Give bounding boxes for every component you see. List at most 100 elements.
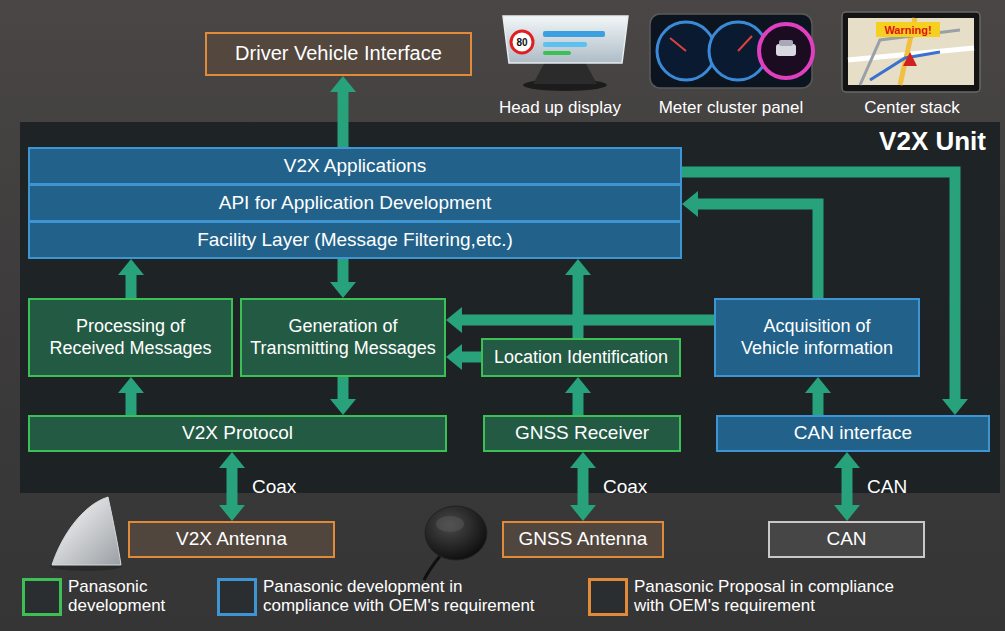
arrow-head xyxy=(834,452,860,468)
arrow-head xyxy=(118,259,144,275)
node-text: Acquisition of Vehicle information xyxy=(735,316,900,358)
arrow-head xyxy=(330,282,356,298)
layer-band: API for Application Development xyxy=(28,184,682,222)
gauge-needle xyxy=(738,36,752,51)
antenna-box: GNSS Antenna xyxy=(502,521,664,558)
arrow-head xyxy=(118,377,144,393)
puck-highlight xyxy=(436,516,464,532)
arrow-head xyxy=(834,505,860,521)
flow-arrow xyxy=(330,76,356,147)
warning-banner xyxy=(876,22,940,37)
stack-bezel xyxy=(842,12,980,92)
antenna-box: V2X Antenna xyxy=(128,521,335,558)
arrow-shaft xyxy=(461,352,481,363)
node-text: Location Identification xyxy=(494,347,668,368)
layer-band: V2X Applications xyxy=(28,147,682,185)
arrow-head xyxy=(330,76,356,92)
process-box: Location Identification xyxy=(481,338,681,377)
flow-arrow xyxy=(330,377,356,415)
node-text: GNSS Receiver xyxy=(515,422,649,444)
antenna-cable xyxy=(424,556,440,580)
flow-arrow xyxy=(565,377,591,415)
unit-panel-ground xyxy=(20,122,1000,493)
node-text: Facility Layer (Message Filtering,etc.) xyxy=(197,229,513,251)
flow-arrow xyxy=(805,377,831,415)
warning-gauge xyxy=(759,24,813,78)
legend-text: Panasonic development in compliance with… xyxy=(263,577,543,615)
picture-caption: Meter cluster panel xyxy=(659,99,804,118)
module-box: GNSS Receiver xyxy=(483,415,681,452)
bus-box: CAN xyxy=(768,521,925,558)
hud-bar xyxy=(543,42,587,47)
arrow-head xyxy=(446,307,462,333)
picture-caption: Head up display xyxy=(499,99,621,118)
interface-box: Driver Vehicle Interface xyxy=(205,32,472,76)
arrow-shaft xyxy=(842,467,853,506)
arrow-head xyxy=(219,505,245,521)
node-text: Driver Vehicle Interface xyxy=(235,42,442,65)
arrow-shaft xyxy=(573,392,584,415)
flow-arrow xyxy=(682,172,968,415)
flow-arrow xyxy=(219,452,245,521)
meter-cluster-picture xyxy=(650,14,813,88)
panel-title: V2X Unit xyxy=(879,126,986,156)
hud-stand xyxy=(533,62,597,84)
gauge xyxy=(657,22,715,80)
flow-arrow xyxy=(446,344,481,370)
flow-arrow xyxy=(446,307,714,333)
head-up-display-picture xyxy=(503,16,628,91)
cluster-bezel xyxy=(650,14,812,88)
process-box: Processing of Received Messages xyxy=(28,298,233,377)
arrow-head xyxy=(565,377,591,393)
layer-band: Facility Layer (Message Filtering,etc.) xyxy=(28,221,682,259)
picture-text: 80 xyxy=(516,37,527,48)
arrow-shaft xyxy=(461,315,714,326)
flow-arrow xyxy=(330,259,356,298)
arrow-head xyxy=(330,399,356,415)
center-stack-picture xyxy=(842,12,980,92)
picture-text: Warning! xyxy=(884,23,931,35)
legend-text: Panasonic Proposal in compliance with OE… xyxy=(634,577,914,615)
node-text: GNSS Antenna xyxy=(519,528,648,550)
arrow-shaft xyxy=(338,91,349,147)
car-icon xyxy=(779,40,793,46)
arrow-shaft xyxy=(227,467,238,506)
module-box: CAN interface xyxy=(716,415,990,452)
map-road xyxy=(860,30,960,85)
node-text: V2X Antenna xyxy=(176,528,287,550)
process-box: Generation of Transmitting Messages xyxy=(240,298,446,377)
flow-arrow xyxy=(118,259,144,298)
process-box: Acquisition of Vehicle information xyxy=(714,298,920,377)
arrow-head xyxy=(570,452,596,468)
arrow-shaft xyxy=(682,172,955,400)
speed-sign xyxy=(511,31,533,53)
flow-arrow xyxy=(565,259,591,338)
gnss-puck xyxy=(425,506,487,560)
hud-bar xyxy=(543,51,571,55)
v2x-antenna-picture xyxy=(50,497,122,571)
arrow-head xyxy=(682,191,698,217)
flow-arrow xyxy=(118,377,144,415)
arrow-shaft xyxy=(697,204,818,298)
flow-arrow xyxy=(682,191,818,298)
edge-label: CAN xyxy=(867,476,907,497)
shark-fin xyxy=(52,497,121,565)
node-text: V2X Applications xyxy=(284,155,427,177)
unit-panel: V2X UnitV2X ApplicationsAPI for Applicat… xyxy=(20,122,1000,493)
arrow-head xyxy=(942,399,968,415)
arrow-head xyxy=(446,344,462,370)
node-text: CAN interface xyxy=(794,422,912,444)
map-screen xyxy=(848,18,974,85)
arrow-shaft xyxy=(126,274,137,298)
edge-label: Coax xyxy=(252,476,296,497)
legend-swatch xyxy=(22,578,62,616)
hud-bar xyxy=(543,31,605,37)
picture-caption: Center stack xyxy=(864,99,959,118)
arrow-head xyxy=(805,377,831,393)
node-text: Processing of Received Messages xyxy=(41,316,221,358)
car-marker xyxy=(903,52,917,66)
flow-arrow xyxy=(834,452,860,521)
edge-label: Coax xyxy=(603,476,647,497)
arrow-shaft xyxy=(573,274,584,338)
module-box: V2X Protocol xyxy=(28,415,447,452)
